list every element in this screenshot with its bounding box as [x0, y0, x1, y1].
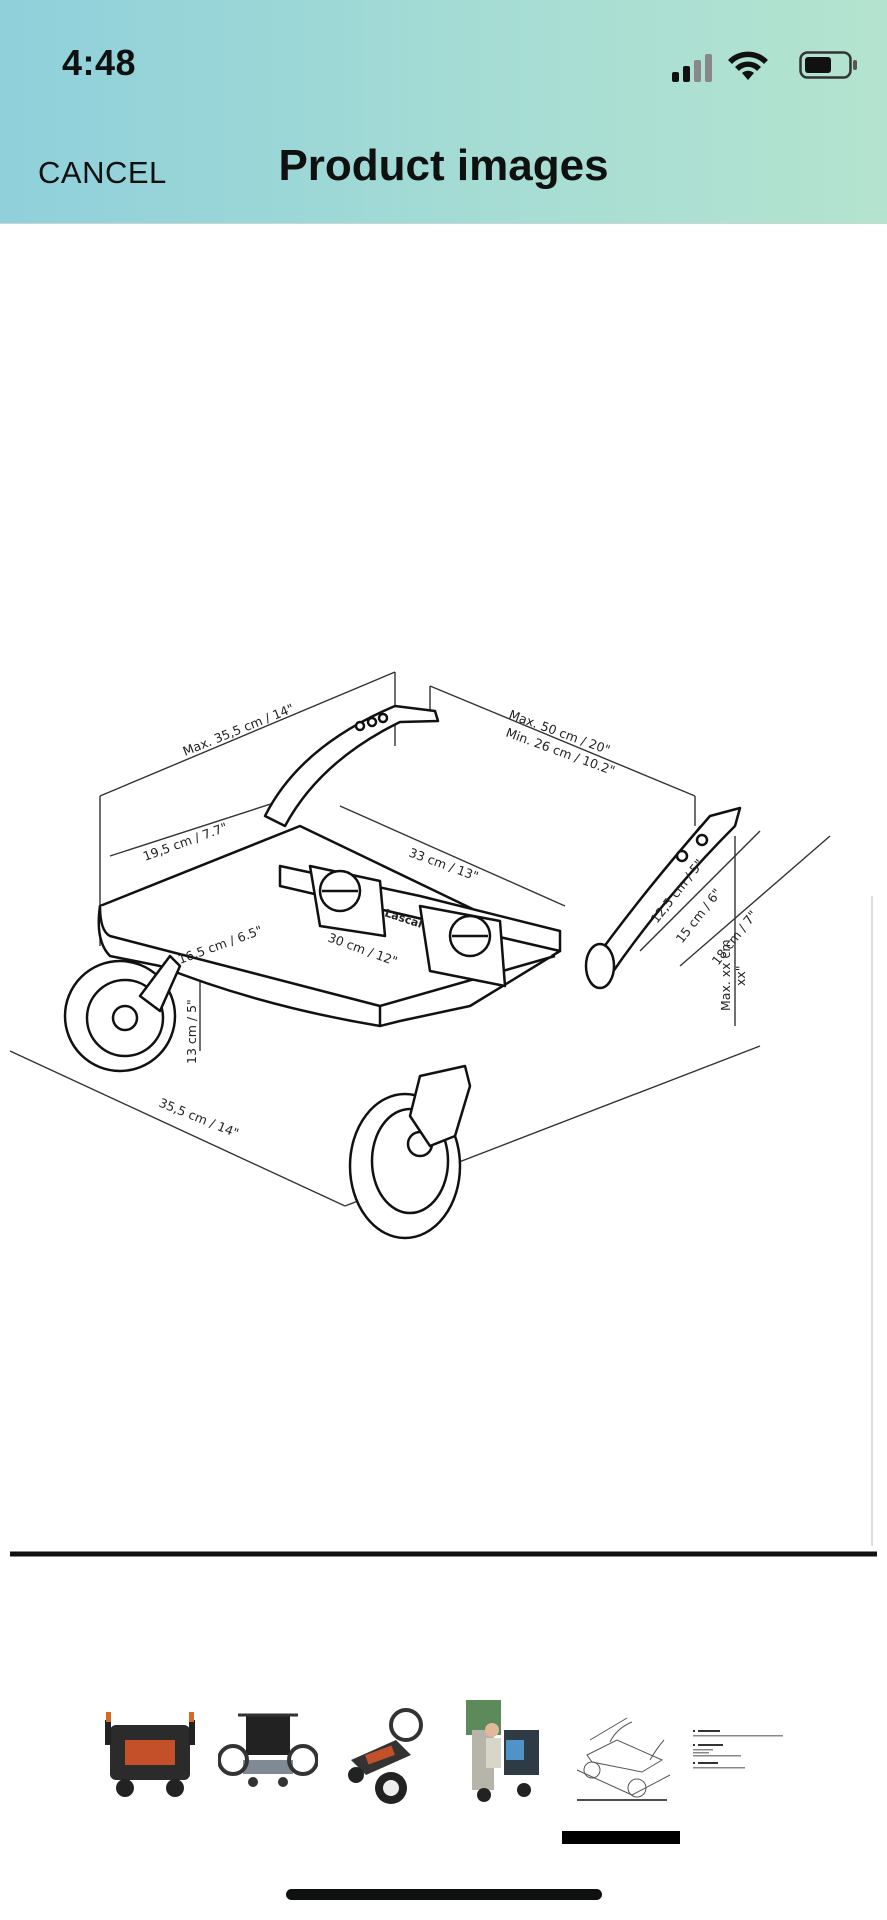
battery-icon — [799, 51, 857, 79]
dim-base: 35,5 cm / 14" — [157, 1095, 241, 1141]
spec-text-image-icon — [693, 1730, 783, 1769]
dim-max-xx: Max. xx cm — [718, 939, 733, 1011]
thumb-child-riding[interactable] — [454, 1700, 554, 1810]
thumbnail-strip — [0, 1700, 887, 1850]
navigation-header: 4:48 CANCEL Product images — [0, 0, 887, 224]
page-title: Product images — [278, 141, 609, 190]
cellular-signal-icon — [672, 54, 712, 82]
stroller-board-photo-icon — [105, 1712, 195, 1797]
dim-xx: xx" — [733, 965, 748, 986]
image-viewer[interactable]: Max. 35,5 cm / 14" Max. 50 cm / 20" Min.… — [0, 224, 887, 1704]
dim-max-height: Max. 35,5 cm / 14" — [181, 700, 296, 758]
status-icons — [639, 46, 859, 82]
stroller-photo-icon — [217, 1713, 319, 1787]
stroller-board-side-photo-icon — [348, 1708, 423, 1804]
selected-thumbnail-indicator — [562, 1831, 680, 1844]
thumb-dimension-drawing[interactable] — [572, 1700, 672, 1810]
dimension-drawing-icon — [576, 1717, 671, 1801]
thumb-board-front[interactable] — [100, 1700, 200, 1810]
status-time: 4:48 — [62, 42, 137, 83]
stroller-board-dimension-drawing-icon: Max. 35,5 cm / 14" Max. 50 cm / 20" Min.… — [9, 671, 877, 1557]
wifi-icon — [728, 51, 768, 80]
thumb-spec-text[interactable] — [690, 1700, 790, 1810]
thumb-board-on-stroller[interactable] — [217, 1700, 319, 1810]
thumb-board-side[interactable] — [336, 1700, 436, 1810]
cancel-button[interactable]: CANCEL — [38, 155, 167, 190]
home-indicator[interactable] — [286, 1889, 602, 1900]
child-riding-photo-icon — [466, 1700, 539, 1802]
dim-wheel-height: 13 cm / 5" — [184, 999, 199, 1064]
